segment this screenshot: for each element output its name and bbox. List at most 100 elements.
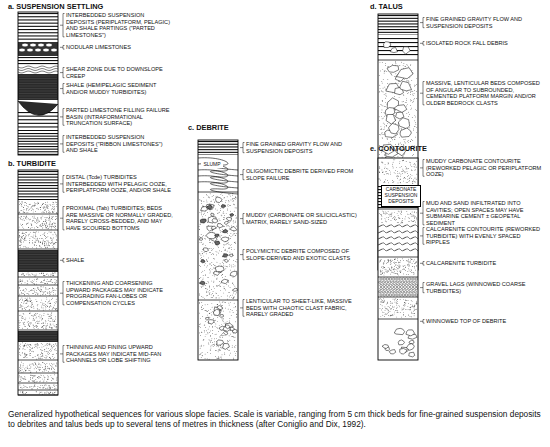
grain xyxy=(206,219,208,221)
grain-texture xyxy=(21,273,55,277)
grain xyxy=(47,236,49,238)
grain xyxy=(50,345,52,347)
grain xyxy=(51,272,53,274)
grain xyxy=(45,225,47,227)
grain xyxy=(226,209,228,211)
shale-fissility xyxy=(19,264,57,265)
grain xyxy=(18,217,20,219)
grain xyxy=(43,233,45,235)
grain xyxy=(228,247,230,249)
grain xyxy=(50,318,52,320)
grain xyxy=(39,288,41,290)
shale-parting xyxy=(18,191,58,192)
bedding-surface xyxy=(18,296,58,297)
grain xyxy=(21,305,23,307)
grain xyxy=(39,244,41,246)
grain xyxy=(52,307,54,309)
grain xyxy=(47,313,49,315)
grain xyxy=(49,386,51,388)
grain xyxy=(206,288,208,290)
grain xyxy=(230,195,232,197)
grain xyxy=(56,345,58,347)
grain xyxy=(24,324,26,326)
grain xyxy=(50,323,52,325)
grain xyxy=(235,260,237,262)
grain xyxy=(46,239,48,241)
grain xyxy=(42,225,44,227)
grain xyxy=(55,327,57,329)
grain xyxy=(35,211,37,213)
grain xyxy=(29,306,31,308)
grain xyxy=(210,268,212,270)
grain xyxy=(23,346,25,348)
grain xyxy=(212,242,214,244)
grain xyxy=(200,286,202,288)
grain xyxy=(20,204,22,206)
grain xyxy=(219,284,221,286)
grain xyxy=(228,247,230,249)
grain xyxy=(37,227,39,229)
grain xyxy=(35,241,37,243)
grain xyxy=(54,308,56,310)
grain xyxy=(22,323,24,325)
grain xyxy=(33,215,35,217)
grain xyxy=(42,203,44,205)
grain xyxy=(215,251,217,253)
grain xyxy=(29,326,31,328)
grain xyxy=(22,300,24,302)
grain xyxy=(53,243,55,245)
shale-fissility xyxy=(19,333,57,334)
grain xyxy=(25,369,27,371)
grain xyxy=(41,356,43,358)
grain xyxy=(219,281,221,283)
grain xyxy=(21,241,23,243)
grain xyxy=(44,308,46,310)
grain xyxy=(43,385,45,387)
grain xyxy=(234,207,236,209)
grain xyxy=(19,217,21,219)
grain xyxy=(22,391,24,393)
grain xyxy=(46,347,48,349)
grain xyxy=(21,352,23,354)
grain xyxy=(52,393,54,395)
grain xyxy=(210,297,212,299)
grain xyxy=(36,368,38,370)
grain xyxy=(55,282,57,284)
grain xyxy=(42,282,44,284)
grain xyxy=(36,301,38,303)
grain xyxy=(37,354,39,356)
shale-parting xyxy=(198,149,238,150)
grain xyxy=(53,320,55,322)
grain xyxy=(51,355,53,357)
grain xyxy=(55,387,57,389)
grain xyxy=(52,354,54,356)
grain xyxy=(46,356,48,358)
grain xyxy=(55,226,57,228)
grain xyxy=(43,221,45,223)
grain xyxy=(27,222,29,224)
shale-parting xyxy=(18,179,58,180)
grain xyxy=(29,323,31,325)
grain xyxy=(50,303,52,305)
wavy-lamina xyxy=(18,71,58,73)
grain xyxy=(199,212,201,214)
grain xyxy=(55,288,57,290)
grain xyxy=(31,307,33,309)
grain xyxy=(20,354,22,356)
grain xyxy=(229,235,231,237)
grain xyxy=(233,259,235,261)
grain xyxy=(34,362,36,364)
grain xyxy=(49,357,51,359)
grain xyxy=(211,195,213,197)
grain xyxy=(221,215,223,217)
grain xyxy=(33,325,35,327)
grain xyxy=(32,315,34,317)
grain xyxy=(21,236,23,238)
grain xyxy=(204,215,206,217)
grain xyxy=(29,203,31,205)
grain xyxy=(23,357,25,359)
grain xyxy=(202,270,204,272)
grain xyxy=(44,245,46,247)
grain xyxy=(54,225,56,227)
grain xyxy=(49,290,51,292)
